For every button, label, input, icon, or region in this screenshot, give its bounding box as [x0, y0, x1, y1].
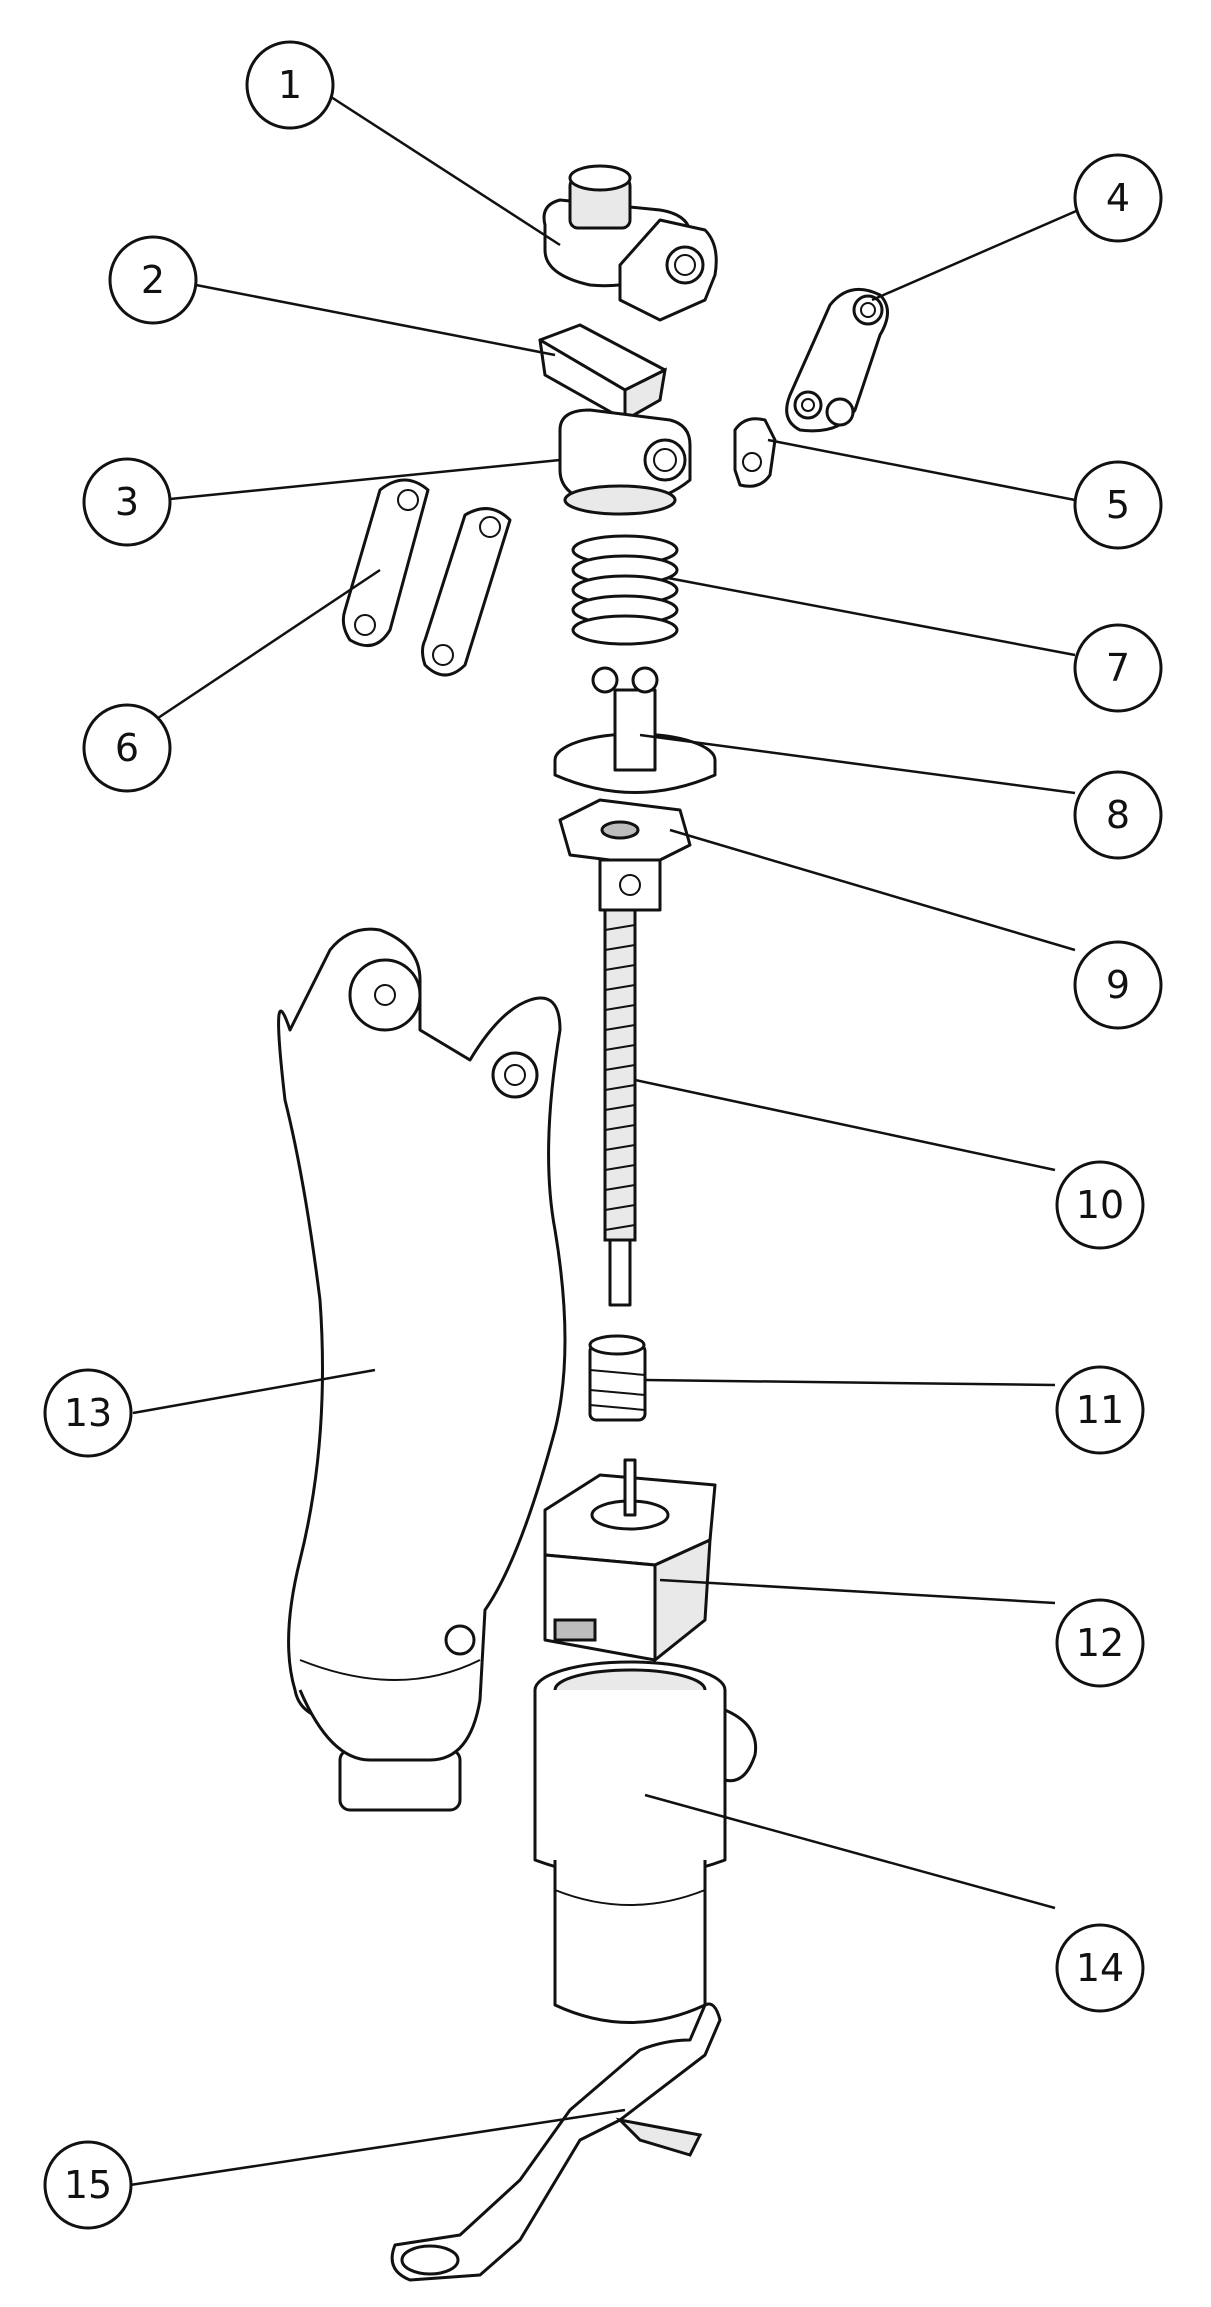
leader-8: [639, 733, 1076, 795]
callout-1: 1: [245, 40, 335, 130]
callout-6-circle: [82, 703, 172, 793]
callout-4-label: 4: [1106, 176, 1130, 220]
callout-13-circle: [43, 1368, 133, 1458]
callout-7-label: 7: [1106, 646, 1130, 690]
part-1-top-adapter: [542, 164, 718, 322]
callout-7-circle: [1073, 623, 1163, 713]
part-12-stepper-motor: [543, 1458, 717, 1664]
callout-14: 14: [1055, 1923, 1145, 2013]
part-13-shank-body: [277, 927, 567, 1812]
leader-3: [159, 458, 561, 502]
callout-11-label: 11: [1076, 1388, 1124, 1432]
callout-10-label: 10: [1076, 1183, 1124, 1227]
leader-9: [669, 828, 1076, 952]
callout-9-label: 9: [1106, 963, 1130, 1007]
callout-8: 8: [1073, 770, 1163, 860]
leader-11: [644, 1378, 1056, 1387]
callout-13-label: 13: [64, 1391, 112, 1435]
callout-14-label: 14: [1076, 1946, 1124, 1990]
part-6-link-plates: [341, 478, 512, 677]
callout-5: 5: [1073, 460, 1163, 550]
callout-8-label: 8: [1106, 793, 1130, 837]
leader-1: [327, 93, 561, 247]
leader-10: [634, 1078, 1056, 1172]
leader-2: [195, 283, 556, 357]
callout-4-circle: [1073, 153, 1163, 243]
callout-12-circle: [1055, 1598, 1145, 1688]
callout-7: 7: [1073, 623, 1163, 713]
callout-3: 3: [82, 457, 172, 547]
leader-13: [132, 1368, 376, 1415]
callout-14-circle: [1055, 1923, 1145, 2013]
callout-13: 13: [43, 1368, 133, 1458]
callout-8-circle: [1073, 770, 1163, 860]
part-9-nut-block: [558, 798, 692, 912]
part-5-clip: [733, 417, 777, 488]
leader-14: [644, 1793, 1056, 1910]
callout-15-circle: [43, 2140, 133, 2230]
part-11-coupling: [588, 1334, 647, 1422]
callout-5-circle: [1073, 460, 1163, 550]
leader-7: [667, 576, 1076, 657]
part-10-lead-screw: [603, 908, 637, 1307]
callout-9-circle: [1073, 940, 1163, 1030]
callout-3-circle: [82, 457, 172, 547]
part-4-linkage-arm: [785, 287, 889, 433]
callout-4: 4: [1073, 153, 1163, 243]
callout-10: 10: [1055, 1160, 1145, 1250]
leader-15: [129, 2108, 626, 2187]
callout-3-label: 3: [115, 480, 139, 524]
part-7-spring: [571, 534, 679, 646]
part-8-flange: [553, 666, 717, 794]
callout-1-circle: [245, 40, 335, 130]
part-14-lower-housing: [533, 1660, 758, 2024]
callout-9: 9: [1073, 940, 1163, 1030]
callout-15: 15: [43, 2140, 133, 2230]
leader-6: [157, 568, 381, 720]
callout-10-circle: [1055, 1160, 1145, 1250]
callout-12-label: 12: [1076, 1621, 1124, 1665]
leader-5: [767, 438, 1076, 502]
callout-6-label: 6: [115, 726, 139, 770]
callout-2-circle: [108, 235, 198, 325]
leader-lines: [129, 93, 1091, 2187]
callout-5-label: 5: [1106, 483, 1130, 527]
callout-1-label: 1: [278, 63, 302, 107]
callout-15-label: 15: [64, 2163, 112, 2207]
part-15-foot-plate: [390, 2002, 722, 2282]
part-3-pivot-housing: [558, 408, 692, 516]
callout-2: 2: [108, 235, 198, 325]
callout-11: 11: [1055, 1365, 1145, 1455]
callout-2-label: 2: [141, 258, 165, 302]
callout-6: 6: [82, 703, 172, 793]
part-2-block: [538, 323, 667, 423]
callout-11-circle: [1055, 1365, 1145, 1455]
leader-4: [871, 203, 1091, 302]
callout-12: 12: [1055, 1598, 1145, 1688]
leader-12: [659, 1578, 1056, 1605]
